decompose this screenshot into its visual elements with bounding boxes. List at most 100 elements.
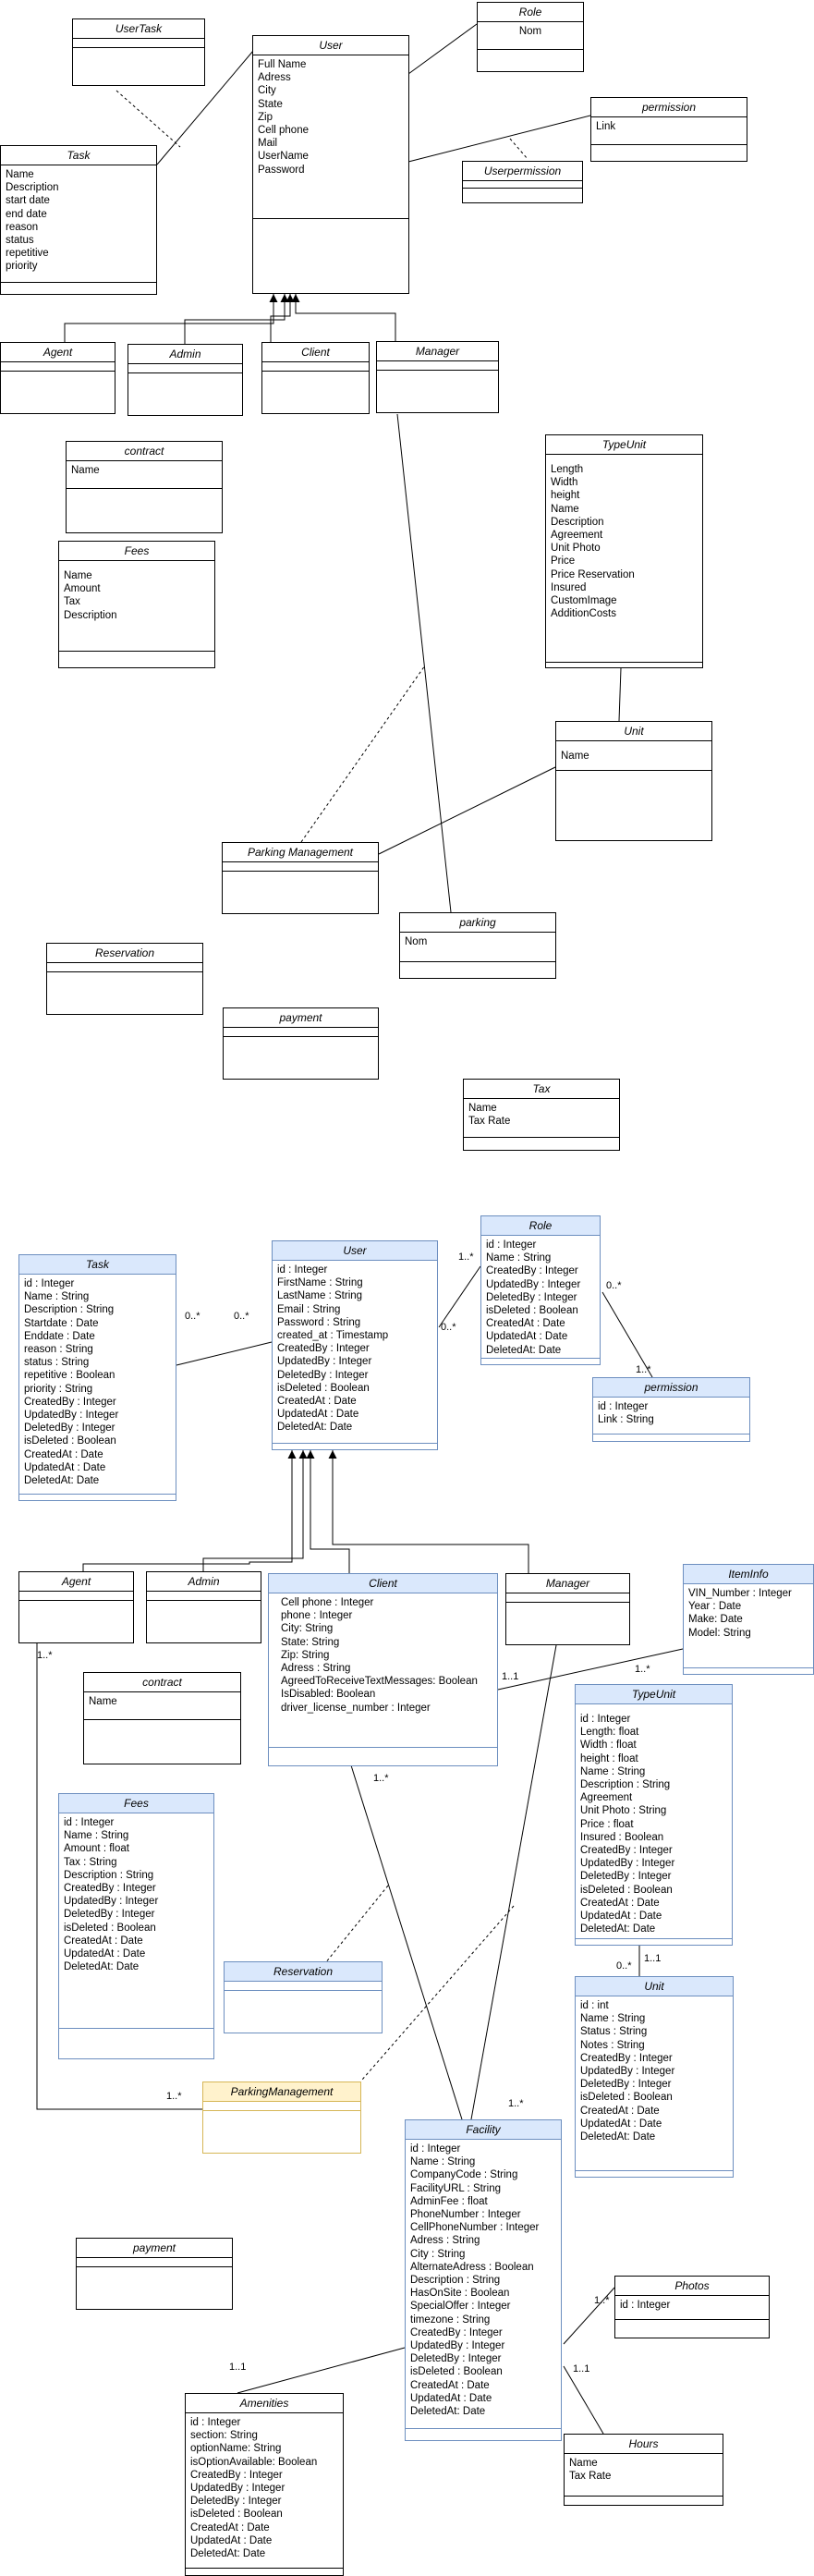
reservation-class[interactable]: Reservation bbox=[46, 943, 203, 1015]
payment-class-2[interactable]: payment bbox=[76, 2238, 233, 2310]
class-title: User bbox=[253, 36, 408, 55]
attribute-row: Description bbox=[551, 516, 604, 528]
class-title: UserTask bbox=[73, 19, 204, 39]
attribute-row: Password : String bbox=[277, 1316, 361, 1328]
attribute-row: Zip: String bbox=[281, 1649, 330, 1661]
class-title: Fees bbox=[59, 542, 214, 561]
class-title: contract bbox=[67, 442, 222, 461]
attribute-row: Description bbox=[64, 609, 117, 621]
line-unit-parkingmgmt bbox=[378, 766, 556, 855]
attribute-row: repetitive : Boolean bbox=[24, 1370, 115, 1382]
attribute-row: Tax : String bbox=[64, 1856, 117, 1868]
manager-class[interactable]: Manager bbox=[376, 341, 499, 413]
attribute-row: Nom bbox=[518, 26, 542, 37]
attribute-row: Amount : float bbox=[64, 1843, 129, 1855]
class-title: Fees bbox=[59, 1794, 213, 1813]
class-title: Reservation bbox=[225, 1962, 382, 1982]
attribute-row: isOptionAvailable: Boolean bbox=[190, 2456, 318, 2468]
attribute-row: Price Reservation bbox=[551, 568, 635, 580]
reservation-class-2[interactable]: Reservation bbox=[224, 1961, 383, 2033]
role-class[interactable]: Role Nom bbox=[477, 2, 584, 72]
multiplicity-label: 1..* bbox=[594, 2295, 610, 2306]
class-title: Facility bbox=[406, 2120, 561, 2140]
contract-class-2[interactable]: contract Name bbox=[83, 1672, 241, 1764]
permission-class[interactable]: permission Link bbox=[590, 97, 747, 162]
agent-class[interactable]: Agent bbox=[0, 342, 115, 414]
attribute-row: id : Integer bbox=[486, 1239, 537, 1251]
attribute-row: DeletedBy : Integer bbox=[410, 2353, 502, 2365]
attribute-row: CreatedBy : Integer bbox=[410, 2326, 503, 2338]
attribute-row: Tax bbox=[64, 596, 80, 608]
attribute-row: Unit Photo bbox=[551, 543, 601, 555]
line-task-user bbox=[156, 50, 254, 165]
attribute-row: Cell phone : Integer bbox=[281, 1597, 374, 1608]
attribute-row: DeletedAt: Date bbox=[580, 1923, 656, 1935]
attribute-row: IsDisabled: Boolean bbox=[281, 1689, 376, 1701]
attribute-row: SpecialOffer : Integer bbox=[410, 2301, 511, 2313]
class-title: Hours bbox=[565, 2435, 723, 2454]
line-user-role bbox=[407, 23, 478, 75]
unit-class[interactable]: Unit Name bbox=[555, 721, 712, 841]
attribute-row: Link bbox=[596, 121, 616, 132]
attribute-row: Agreement bbox=[551, 530, 603, 542]
attribute-row: Zip bbox=[258, 111, 273, 123]
admin-class[interactable]: Admin bbox=[128, 344, 243, 416]
attribute-row: Name : String bbox=[24, 1291, 90, 1303]
payment-class[interactable]: payment bbox=[223, 1007, 379, 1080]
multiplicity-label: 1..1 bbox=[573, 2363, 590, 2375]
class-title: TypeUnit bbox=[546, 435, 702, 455]
class-title: TypeUnit bbox=[576, 1685, 732, 1704]
attribute-row: id : Integer bbox=[190, 2417, 241, 2428]
attribute-row: DeletedBy : Integer bbox=[24, 1422, 115, 1435]
parking-management-class[interactable]: Parking Management bbox=[222, 842, 379, 914]
attribute-row: Insured bbox=[551, 581, 587, 593]
parking-class[interactable]: parking Nom bbox=[399, 912, 556, 979]
admin-class-2[interactable]: Admin bbox=[146, 1571, 261, 1643]
userpermission-class[interactable]: Userpermission bbox=[462, 161, 583, 203]
attribute-row: UpdatedAt : Date bbox=[410, 2392, 492, 2404]
attribute-row: isDeleted : Boolean bbox=[580, 1884, 673, 1896]
line-fees-reservation-dashed-2 bbox=[324, 1885, 389, 1964]
line-user-role-2 bbox=[438, 1265, 481, 1328]
attribute-row: UpdatedBy : Integer bbox=[580, 2066, 675, 2078]
attribute-row: Password bbox=[258, 164, 305, 176]
attribute-row: CellPhoneNumber : Integer bbox=[410, 2222, 540, 2234]
attribute-row: isDeleted : Boolean bbox=[277, 1382, 370, 1394]
usertask-class[interactable]: UserTask bbox=[72, 18, 205, 86]
agent-class-2[interactable]: Agent bbox=[18, 1571, 134, 1643]
contract-class[interactable]: contract Name bbox=[66, 441, 223, 533]
parkingmanagement-class-2[interactable]: ParkingManagement bbox=[202, 2082, 361, 2154]
line-parkingmgmt-dashed bbox=[300, 665, 426, 843]
attribute-row: priority bbox=[6, 261, 38, 273]
client-class[interactable]: Client bbox=[261, 342, 370, 414]
attribute-row: UpdatedBy : Integer bbox=[64, 1896, 159, 1908]
photos-class-2[interactable]: Photos id : Integer bbox=[614, 2276, 770, 2338]
manager-class-2[interactable]: Manager bbox=[505, 1573, 630, 1645]
attribute-row: Length bbox=[551, 464, 584, 475]
attribute-row: CreatedBy : Integer bbox=[24, 1396, 116, 1408]
